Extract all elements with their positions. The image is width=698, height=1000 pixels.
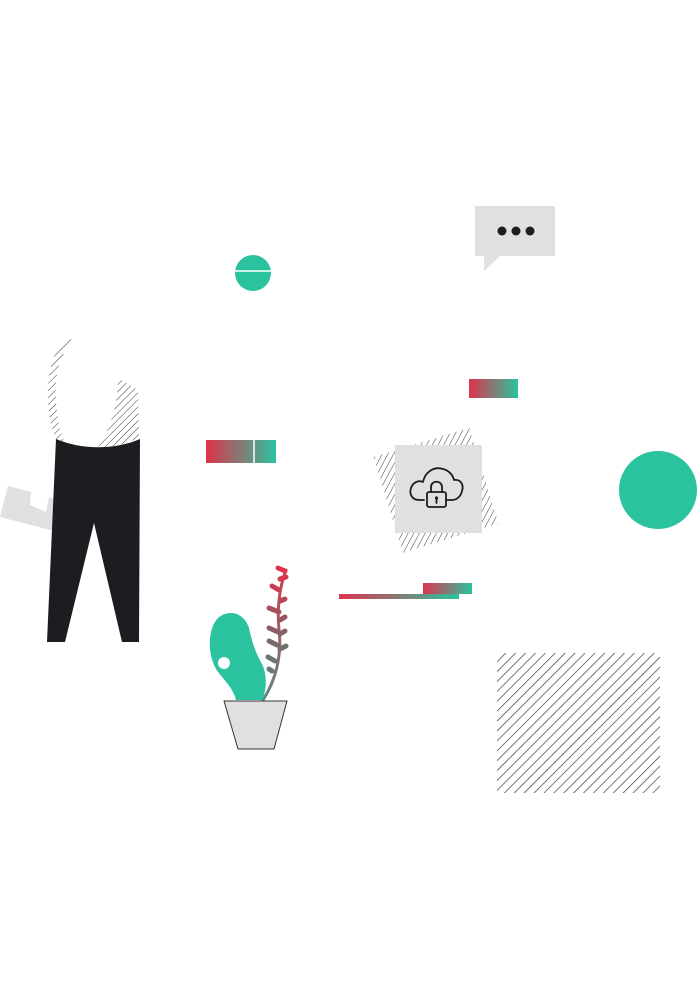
accent-dot xyxy=(235,255,271,291)
plant-leaf xyxy=(209,612,266,700)
plant-pot xyxy=(223,700,288,750)
person-arm xyxy=(0,486,58,531)
person-trousers xyxy=(47,439,140,642)
gradient-bar-split xyxy=(206,440,276,463)
cloud-lock-tile xyxy=(373,427,499,553)
potted-plant xyxy=(209,565,289,750)
hatched-block xyxy=(497,653,660,793)
gradient-bar xyxy=(469,379,518,398)
gradient-line xyxy=(339,594,459,599)
person-torso xyxy=(47,339,74,444)
gradient-bar-small xyxy=(423,583,472,594)
cloud-lock-icon xyxy=(409,467,464,508)
accent-circle xyxy=(619,451,697,529)
chat-bubble-icon xyxy=(475,206,555,271)
person-figure xyxy=(0,339,140,642)
